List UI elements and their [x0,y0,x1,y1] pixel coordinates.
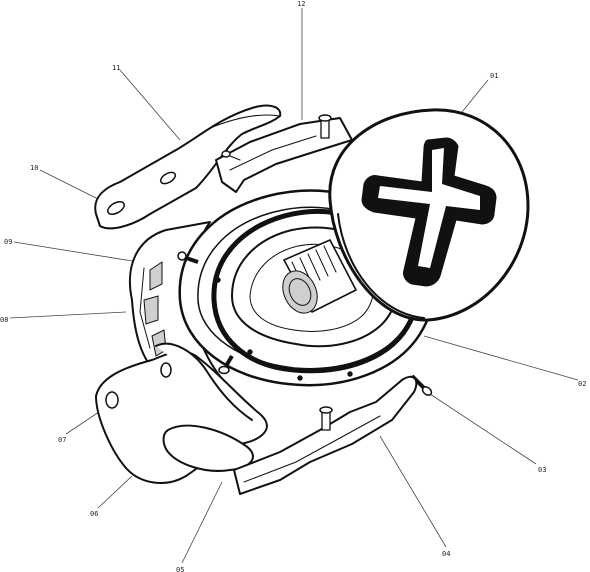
callout-02: 02 [578,380,586,388]
leader-10 [39,169,101,201]
leader-05 [181,481,223,564]
leader-02 [423,335,579,381]
leader-01 [461,79,489,113]
callout-05: 05 [176,566,184,572]
middle-left-screw [177,251,199,264]
lower-bracket [233,375,418,495]
callout-11: 11 [112,64,120,72]
upper-clamp-arm [94,104,282,230]
upper-left-screw [221,150,241,161]
callout-08: 08 [0,316,8,324]
leader-03 [429,393,537,465]
callout-09: 09 [4,238,12,246]
leader-06 [97,475,133,509]
callout-12: 12 [297,0,305,8]
callout-10: 10 [30,164,38,172]
leader-11 [119,69,181,141]
leader-lines [9,8,579,564]
lower-middle-screw [218,354,234,375]
upper-screw [318,114,332,139]
lower-clamp-arm [95,342,268,484]
upper-bracket [215,114,353,193]
callout-07: 07 [58,436,66,444]
callout-03: 03 [538,466,546,474]
callout-06: 06 [90,510,98,518]
callout-01: 01 [490,72,498,80]
bottom-screw [319,406,333,431]
leader-08 [9,311,127,319]
callout-04: 04 [442,550,450,558]
screw-head [328,108,530,322]
leader-04 [379,435,447,548]
